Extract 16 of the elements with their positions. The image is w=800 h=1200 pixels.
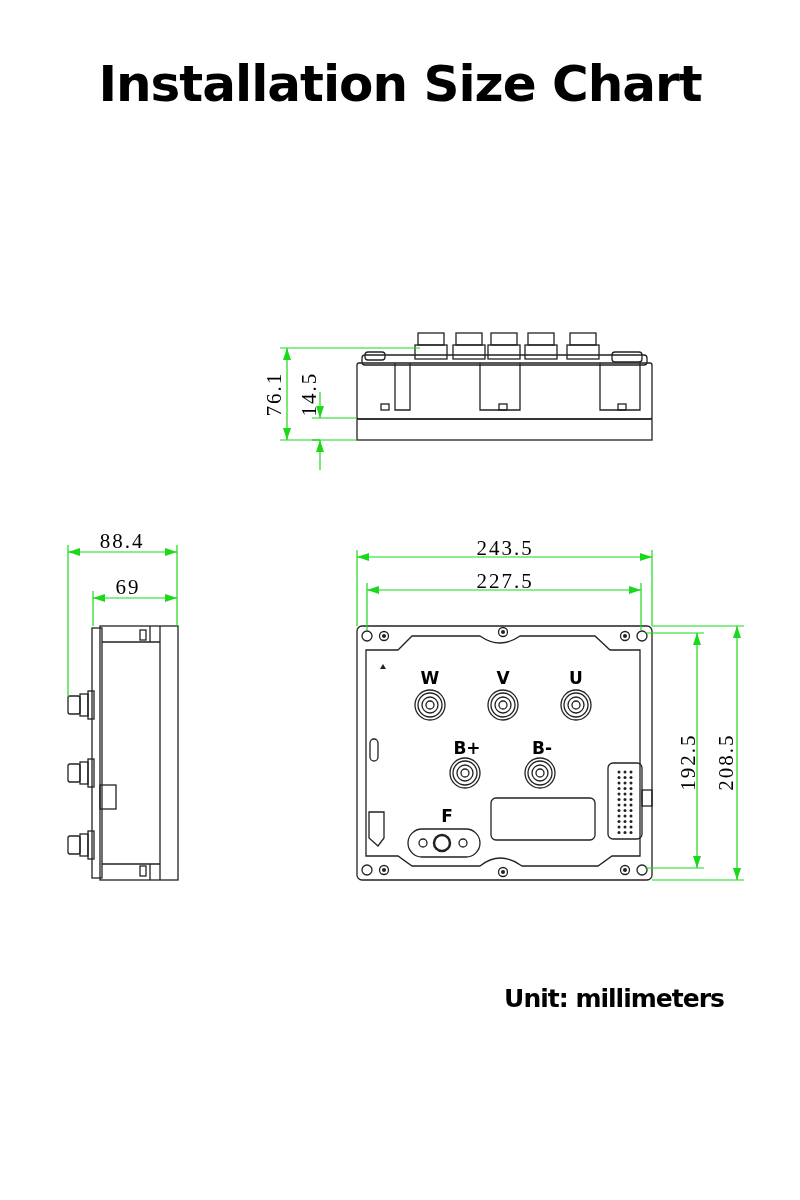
terminal-label: F [441,807,453,825]
dimension-value: 69 [115,576,141,598]
terminal-label: V [496,669,510,687]
terminal-label: U [569,669,583,687]
dimension-value: 14.5 [298,371,320,417]
heading: Installation Size Chart [98,59,702,109]
unit-note: Unit: millimeters [504,985,724,1011]
terminal-label: W [420,669,440,687]
terminal-label: B+ [453,739,481,757]
dimension-value: 88.4 [99,530,145,552]
dimension-value: 227.5 [476,570,534,592]
terminal-label: B- [532,739,552,757]
dimension-value: 243.5 [476,537,534,559]
dimension-value: 76.1 [263,371,285,417]
dimension-value: 208.5 [715,733,737,791]
dimension-value: 192.5 [677,733,699,791]
